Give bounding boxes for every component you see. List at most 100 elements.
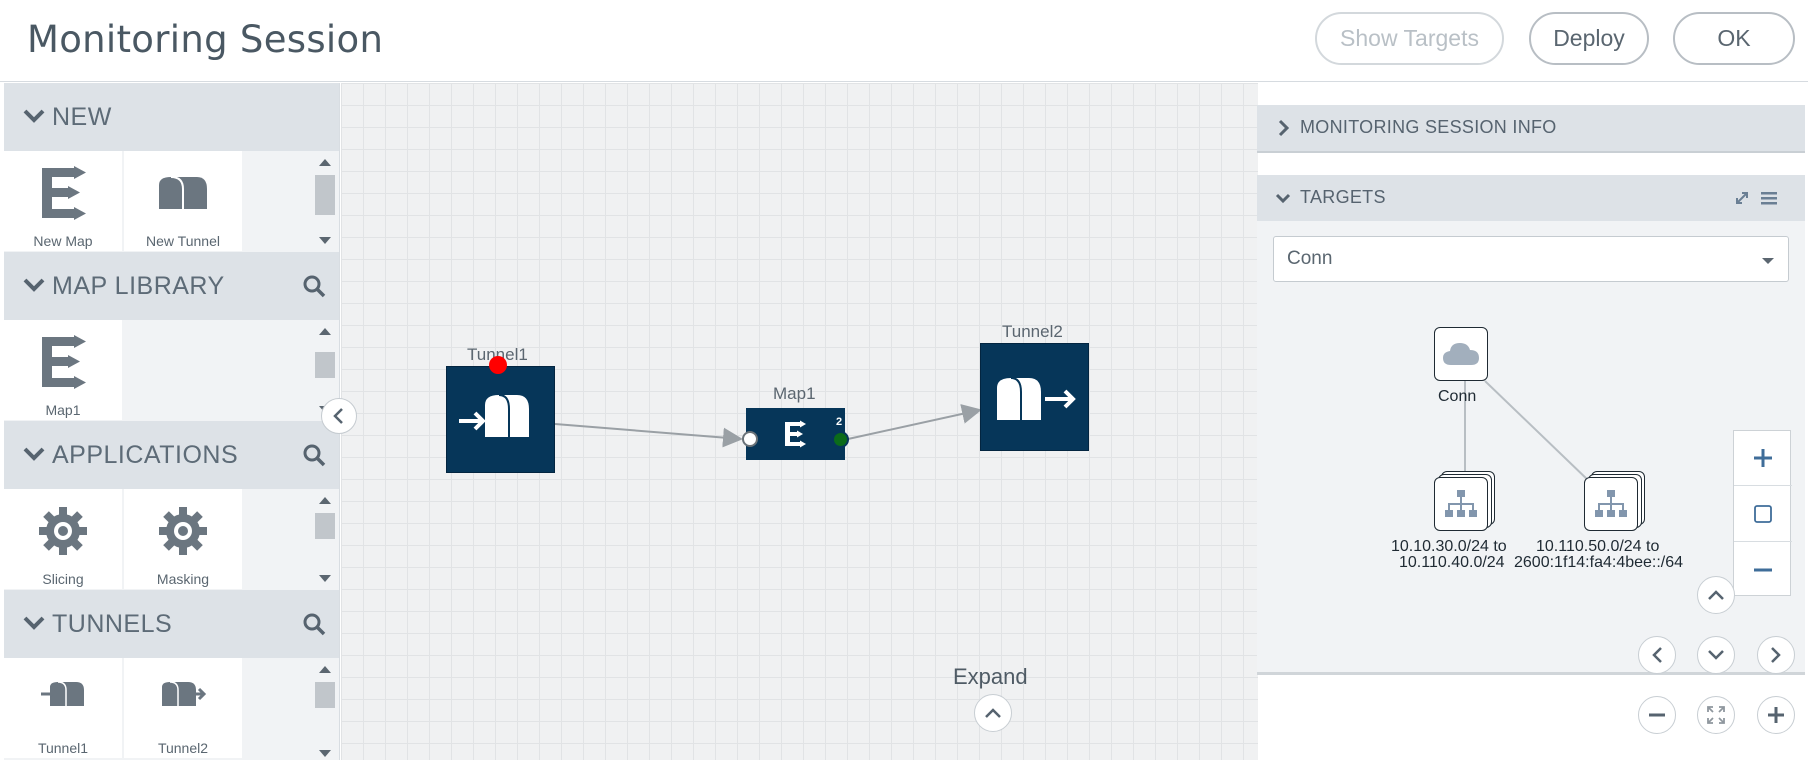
masking-tile[interactable]: Masking	[124, 489, 242, 589]
scroll-up-icon[interactable]	[319, 497, 331, 504]
minus-icon	[1754, 568, 1772, 571]
new-tunnel-tile[interactable]: New Tunnel	[124, 151, 242, 251]
section-applications-title: APPLICATIONS	[52, 440, 239, 469]
section-map-library-header[interactable]: MAP LIBRARY	[4, 252, 339, 320]
network1-label-line2: 10.110.40.0/24	[1399, 554, 1505, 571]
scroll-up-icon[interactable]	[319, 159, 331, 166]
pan-down-button[interactable]	[1697, 636, 1735, 674]
zoom-out-button[interactable]	[1734, 542, 1792, 597]
scroll-thumb[interactable]	[315, 352, 335, 378]
menu-icon[interactable]	[1760, 190, 1778, 206]
targets-select-value: Conn	[1287, 248, 1333, 269]
section-new-tiles: New Map New Tunnel	[4, 151, 339, 251]
expand-button[interactable]	[974, 694, 1012, 732]
search-icon[interactable]	[302, 443, 326, 467]
search-icon[interactable]	[302, 612, 326, 636]
scroll-down-icon[interactable]	[319, 237, 331, 244]
tunnel-in-icon	[35, 666, 91, 722]
map1-library-tile[interactable]: Map1	[4, 320, 122, 420]
section-tunnels-header[interactable]: TUNNELS	[4, 590, 339, 658]
new-tunnel-label: New Tunnel	[146, 233, 220, 249]
new-map-tile[interactable]: New Map	[4, 151, 122, 251]
tunnel1-palette-tile[interactable]: Tunnel1	[4, 658, 122, 758]
targets-header[interactable]: TARGETS	[1257, 175, 1805, 221]
applications-scrollbar[interactable]	[314, 493, 336, 585]
tunnels-scrollbar[interactable]	[314, 662, 336, 758]
masking-label: Masking	[156, 571, 210, 587]
search-icon[interactable]	[302, 274, 326, 298]
minus-icon	[1649, 713, 1665, 717]
map1-node[interactable]: 2	[746, 408, 845, 460]
pan-up-button[interactable]	[1697, 576, 1735, 614]
graph-zoom-controls	[1733, 430, 1792, 597]
conn-target-node[interactable]	[1434, 327, 1488, 381]
scroll-down-icon[interactable]	[319, 750, 331, 757]
canvas-zoom-out-button[interactable]	[1638, 696, 1676, 734]
show-targets-button[interactable]: Show Targets	[1315, 12, 1504, 65]
page-title: Monitoring Session	[27, 18, 384, 61]
chevron-down-icon	[1708, 650, 1724, 660]
scroll-up-icon[interactable]	[319, 666, 331, 673]
link-tunnel1-map1[interactable]	[554, 423, 743, 448]
chevron-down-icon	[23, 278, 45, 292]
monitoring-session-info-panel[interactable]: MONITORING SESSION INFO	[1257, 105, 1805, 153]
pan-right-button[interactable]	[1757, 636, 1795, 674]
tunnel2-palette-tile[interactable]: Tunnel2	[124, 658, 242, 758]
chevron-up-icon	[1708, 590, 1724, 600]
section-map-library-tiles: Map1	[4, 320, 339, 420]
tunnel-out-icon	[997, 377, 1076, 420]
zoom-in-button[interactable]	[1734, 431, 1792, 486]
pan-left-button[interactable]	[1638, 636, 1676, 674]
scroll-thumb[interactable]	[315, 175, 335, 215]
tunnel2-node[interactable]	[980, 343, 1089, 451]
tunnel1-node[interactable]	[446, 366, 555, 473]
chevron-down-icon	[1275, 193, 1291, 204]
scroll-thumb[interactable]	[315, 682, 335, 708]
section-applications-header[interactable]: APPLICATIONS	[4, 421, 339, 489]
scroll-up-icon[interactable]	[319, 328, 331, 335]
new-scrollbar[interactable]	[314, 155, 336, 247]
targets-select[interactable]: Conn	[1273, 236, 1789, 282]
monitoring-session-info-title: MONITORING SESSION INFO	[1300, 117, 1557, 137]
collapse-sidebar-button[interactable]	[321, 398, 357, 434]
map-icon	[35, 165, 91, 221]
scroll-down-icon[interactable]	[319, 575, 331, 582]
map1-input-port[interactable]	[742, 431, 758, 447]
fit-view-button[interactable]	[1734, 487, 1792, 542]
chevron-down-icon	[23, 109, 45, 123]
network1-label-line1: 10.10.30.0/24 to	[1391, 538, 1507, 555]
map1-node-label: Map1	[773, 384, 816, 403]
section-new-header[interactable]: NEW	[4, 83, 339, 151]
ok-button[interactable]: OK	[1673, 12, 1795, 65]
expand-icon[interactable]	[1734, 190, 1750, 206]
chevron-left-icon	[333, 408, 343, 424]
square-icon	[1754, 505, 1772, 523]
plus-icon	[1754, 449, 1772, 467]
section-tunnels-tiles: Tunnel1 Tunnel2	[4, 658, 339, 758]
tunnel-icon	[155, 165, 211, 221]
canvas-fit-button[interactable]	[1697, 696, 1735, 734]
map-icon	[35, 334, 91, 390]
section-new-title: NEW	[52, 102, 112, 131]
network2-target-node[interactable]	[1584, 477, 1638, 531]
tunnel1-error-port[interactable]	[489, 356, 507, 374]
targets-title: TARGETS	[1300, 187, 1386, 207]
cloud-icon	[1443, 343, 1479, 365]
deploy-button[interactable]: Deploy	[1529, 12, 1649, 65]
scroll-thumb[interactable]	[315, 513, 335, 539]
tunnel-out-icon	[155, 666, 211, 722]
target-link-2	[1484, 380, 1591, 483]
canvas-zoom-in-button[interactable]	[1757, 696, 1795, 734]
slicing-tile[interactable]: Slicing	[4, 489, 122, 589]
link-map1-tunnel2[interactable]	[847, 404, 982, 440]
chevron-right-icon	[1278, 119, 1289, 137]
network1-target-node[interactable]	[1434, 477, 1488, 531]
map-icon	[785, 420, 806, 448]
section-map-library-title: MAP LIBRARY	[52, 271, 225, 300]
gear-icon	[35, 503, 91, 559]
caret-down-icon	[1762, 258, 1774, 264]
map1-output-port[interactable]	[832, 431, 849, 448]
map1-port-count: 2	[836, 416, 843, 428]
